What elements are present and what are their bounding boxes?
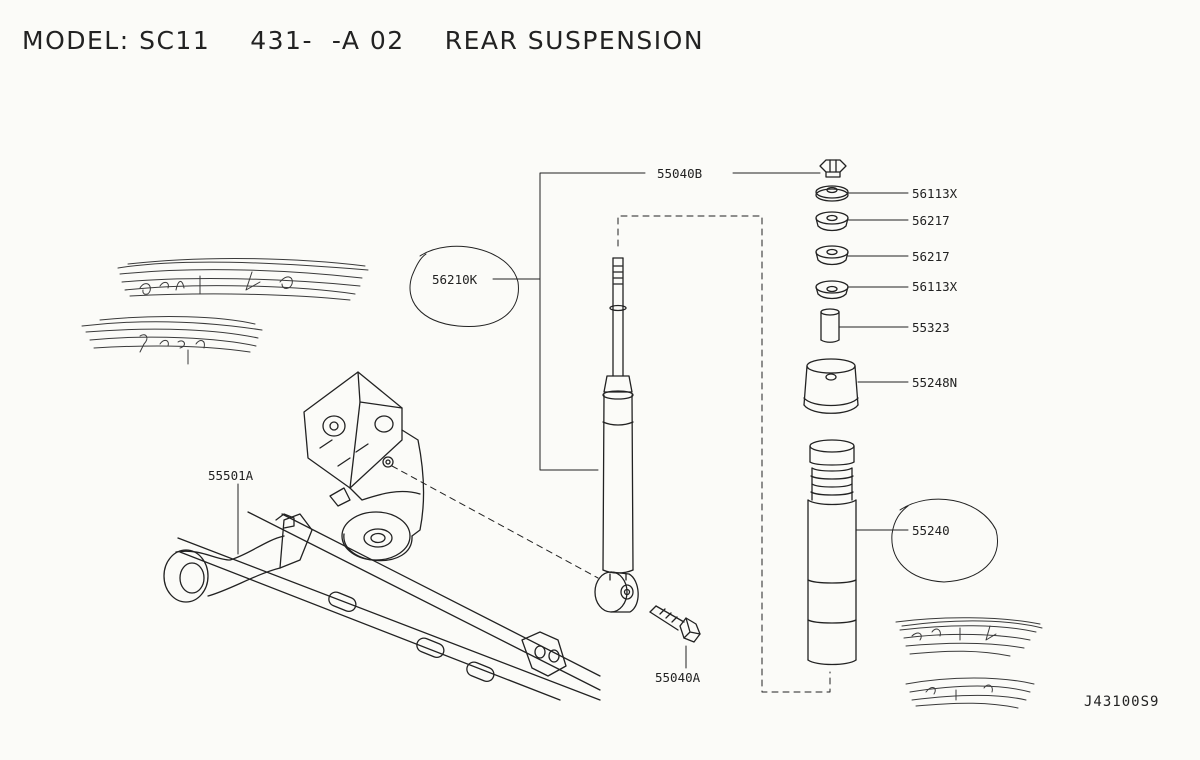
label-56113x-upper: 56113X	[912, 186, 958, 201]
model-label: MODEL: SC11	[22, 26, 211, 55]
top-nut	[819, 159, 847, 178]
label-56210k: 56210K	[432, 272, 478, 287]
section-code: 431- -A 02	[250, 26, 405, 55]
label-56113x-lower: 56113X	[912, 279, 958, 294]
handwritten-scribble-2	[81, 316, 263, 365]
handwritten-circle-56210K	[409, 245, 519, 328]
rear-axle-assembly	[163, 371, 601, 701]
shock-absorber	[594, 257, 639, 613]
label-55040a: 55040A	[655, 670, 701, 685]
washer-56113x-upper	[815, 185, 849, 202]
spacer-sleeve	[820, 308, 840, 343]
bushing-56217-lower	[815, 245, 849, 266]
dust-cover	[807, 439, 857, 666]
label-55240: 55240	[912, 523, 950, 538]
handwritten-circle-55240	[891, 498, 998, 583]
handwritten-scribble-1	[117, 257, 369, 301]
diagram-title: MODEL: SC11 431- -A 02 REAR SUSPENSION	[22, 26, 744, 55]
label-55248n: 55248N	[912, 375, 957, 390]
mounting-bolt	[649, 605, 701, 643]
drawing-id: J43100S9	[1084, 694, 1159, 710]
bump-stop	[803, 358, 859, 414]
label-55040b: 55040B	[657, 166, 702, 181]
label-55501a: 55501A	[208, 468, 254, 483]
leader-lines	[237, 172, 909, 669]
bushing-56217-upper	[815, 211, 849, 232]
section-title: REAR SUSPENSION	[444, 26, 705, 55]
handwritten-scribble-4	[905, 677, 1035, 709]
label-55323: 55323	[912, 320, 950, 335]
washer-56113x-lower	[815, 280, 849, 300]
part-labels: 55040B 56113X 56217 56217 56113X 55323 5…	[208, 166, 1159, 710]
handwritten-scribble-3	[895, 617, 1043, 657]
label-56217-lower: 56217	[912, 249, 950, 264]
label-56217-upper: 56217	[912, 213, 950, 228]
dashed-assembly-lines	[391, 215, 831, 693]
